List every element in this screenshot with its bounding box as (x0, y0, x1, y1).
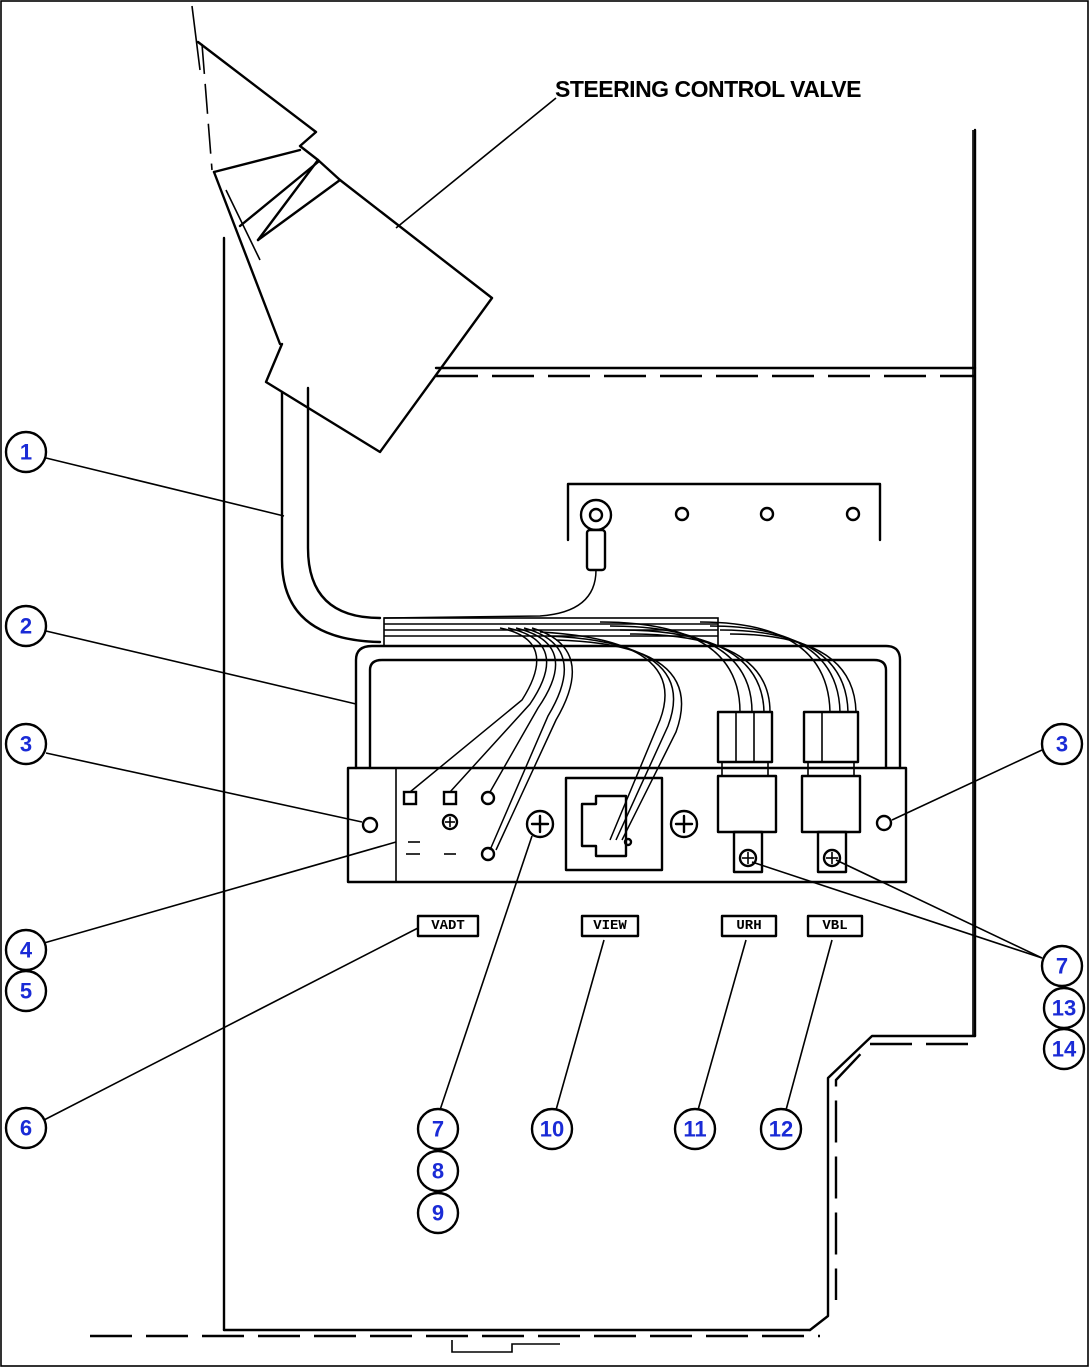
svg-text:8: 8 (432, 1159, 444, 1184)
callout-4: 4 (4, 928, 48, 972)
svg-text:7: 7 (432, 1117, 444, 1142)
callout-1: 1 (4, 430, 48, 474)
callout-2: 2 (4, 604, 48, 648)
wire-bundle (409, 621, 857, 851)
callout-6: 6 (4, 1106, 48, 1150)
callout-7-right: 7 (1040, 944, 1084, 988)
svg-text:10: 10 (540, 1117, 564, 1142)
callout-3-left: 3 (4, 722, 48, 766)
callout-10: 10 (530, 1107, 574, 1151)
svg-text:4: 4 (20, 938, 33, 963)
callout-7-bottom: 7 (416, 1107, 460, 1151)
callout-14: 14 (1042, 1027, 1086, 1071)
leader-lines (43, 97, 1043, 1121)
tag-view: VIEW (593, 918, 627, 934)
callout-13: 13 (1042, 986, 1086, 1030)
callout-3-right: 3 (1040, 722, 1084, 766)
svg-text:9: 9 (432, 1201, 444, 1226)
svg-text:11: 11 (683, 1117, 706, 1142)
steering-control-valve (191, 5, 494, 454)
mounting-bracket (354, 617, 902, 770)
svg-text:5: 5 (20, 979, 32, 1004)
svg-text:7: 7 (1056, 954, 1068, 979)
callout-12: 12 (759, 1107, 803, 1151)
svg-text:3: 3 (20, 732, 32, 757)
svg-text:13: 13 (1052, 996, 1076, 1021)
panel-outline (90, 128, 977, 1353)
tag-vadt: VADT (431, 918, 465, 934)
tag-vbl: VBL (822, 918, 847, 934)
svg-text:14: 14 (1052, 1037, 1077, 1062)
callout-11: 11 (673, 1107, 717, 1151)
callout-title: STEERING CONTROL VALVE (555, 76, 861, 102)
callout-5: 5 (4, 969, 48, 1013)
harness-hose (280, 386, 382, 644)
svg-text:3: 3 (1056, 732, 1068, 757)
svg-text:2: 2 (20, 614, 32, 639)
callout-9: 9 (416, 1191, 460, 1235)
switch-panel (346, 710, 908, 884)
callout-8: 8 (416, 1149, 460, 1193)
terminal-plate (383, 482, 882, 619)
svg-text:6: 6 (20, 1116, 32, 1141)
svg-text:1: 1 (20, 440, 32, 465)
svg-text:12: 12 (769, 1117, 793, 1142)
tag-urh: URH (736, 918, 761, 934)
tag-labels: VADT VIEW URH VBL (416, 914, 864, 938)
